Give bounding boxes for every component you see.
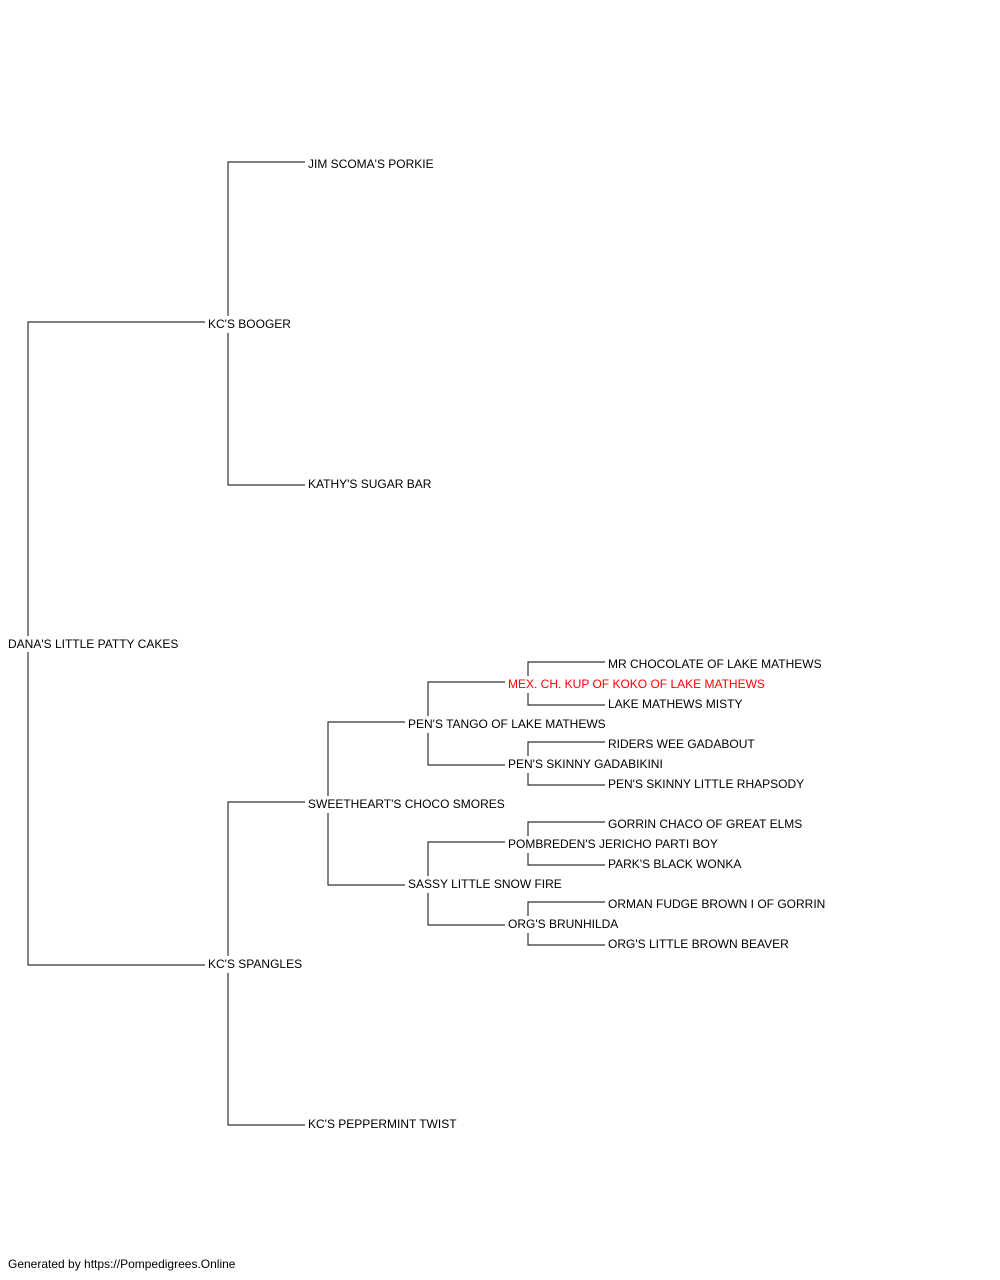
- connector-kup-sire: [527, 661, 605, 676]
- ancestor-name: GORRIN CHACO OF GREAT ELMS: [607, 817, 804, 831]
- connector-gadabikini-sire: [527, 741, 605, 756]
- connector-sassy-dam: [427, 893, 505, 926]
- dam-sire-sire-name: PEN'S TANGO OF LAKE MATHEWS: [407, 717, 607, 731]
- subject-name: DANA'S LITTLE PATTY CAKES: [7, 637, 180, 651]
- dam-name: KC'S SPANGLES: [207, 957, 304, 971]
- ancestor-name: ORG'S LITTLE BROWN BEAVER: [607, 937, 790, 951]
- connector-subject-sire: [27, 321, 205, 636]
- connector-brunhilda-dam: [527, 933, 605, 946]
- ancestor-name: PARK'S BLACK WONKA: [607, 857, 743, 871]
- connector-sire-sire: [227, 161, 305, 316]
- connector-smores-dam: [327, 813, 405, 886]
- connector-tango-sire: [427, 681, 505, 716]
- dam-sire-dam-name: SASSY LITTLE SNOW FIRE: [407, 877, 563, 891]
- connector-sire-dam: [227, 333, 305, 486]
- ancestor-name: ORG'S BRUNHILDA: [507, 917, 620, 931]
- connector-tango-dam: [427, 733, 505, 766]
- ancestor-name: ORMAN FUDGE BROWN I OF GORRIN: [607, 897, 827, 911]
- sire-dam-name: KATHY'S SUGAR BAR: [307, 477, 433, 491]
- ancestor-name: POMBREDEN'S JERICHO PARTI BOY: [507, 837, 719, 851]
- highlighted-ancestor-name: MEX. CH. KUP OF KOKO OF LAKE MATHEWS: [507, 677, 766, 691]
- connector-jericho-sire: [527, 821, 605, 836]
- connector-dam-dam: [227, 973, 305, 1126]
- generated-by-footer: Generated by https://Pompedigrees.Online: [8, 1257, 236, 1271]
- ancestor-name: MR CHOCOLATE OF LAKE MATHEWS: [607, 657, 823, 671]
- connector-sassy-sire: [427, 841, 505, 876]
- ancestor-name: LAKE MATHEWS MISTY: [607, 697, 744, 711]
- connector-gadabikini-dam: [527, 773, 605, 786]
- connector-brunhilda-sire: [527, 901, 605, 916]
- sire-name: KC'S BOOGER: [207, 317, 292, 331]
- connector-smores-sire: [327, 721, 405, 796]
- connector-jericho-dam: [527, 853, 605, 866]
- ancestor-name: PEN'S SKINNY LITTLE RHAPSODY: [607, 777, 806, 791]
- ancestor-name: PEN'S SKINNY GADABIKINI: [507, 757, 664, 771]
- dam-sire-name: SWEETHEART'S CHOCO SMORES: [307, 797, 506, 811]
- dam-dam-name: KC'S PEPPERMINT TWIST: [307, 1117, 458, 1131]
- connector-kup-dam: [527, 693, 605, 706]
- sire-sire-name: JIM SCOMA'S PORKIE: [307, 157, 435, 171]
- connector-subject-dam: [27, 652, 205, 966]
- ancestor-name: RIDERS WEE GADABOUT: [607, 737, 756, 751]
- connector-dam-sire: [227, 801, 305, 956]
